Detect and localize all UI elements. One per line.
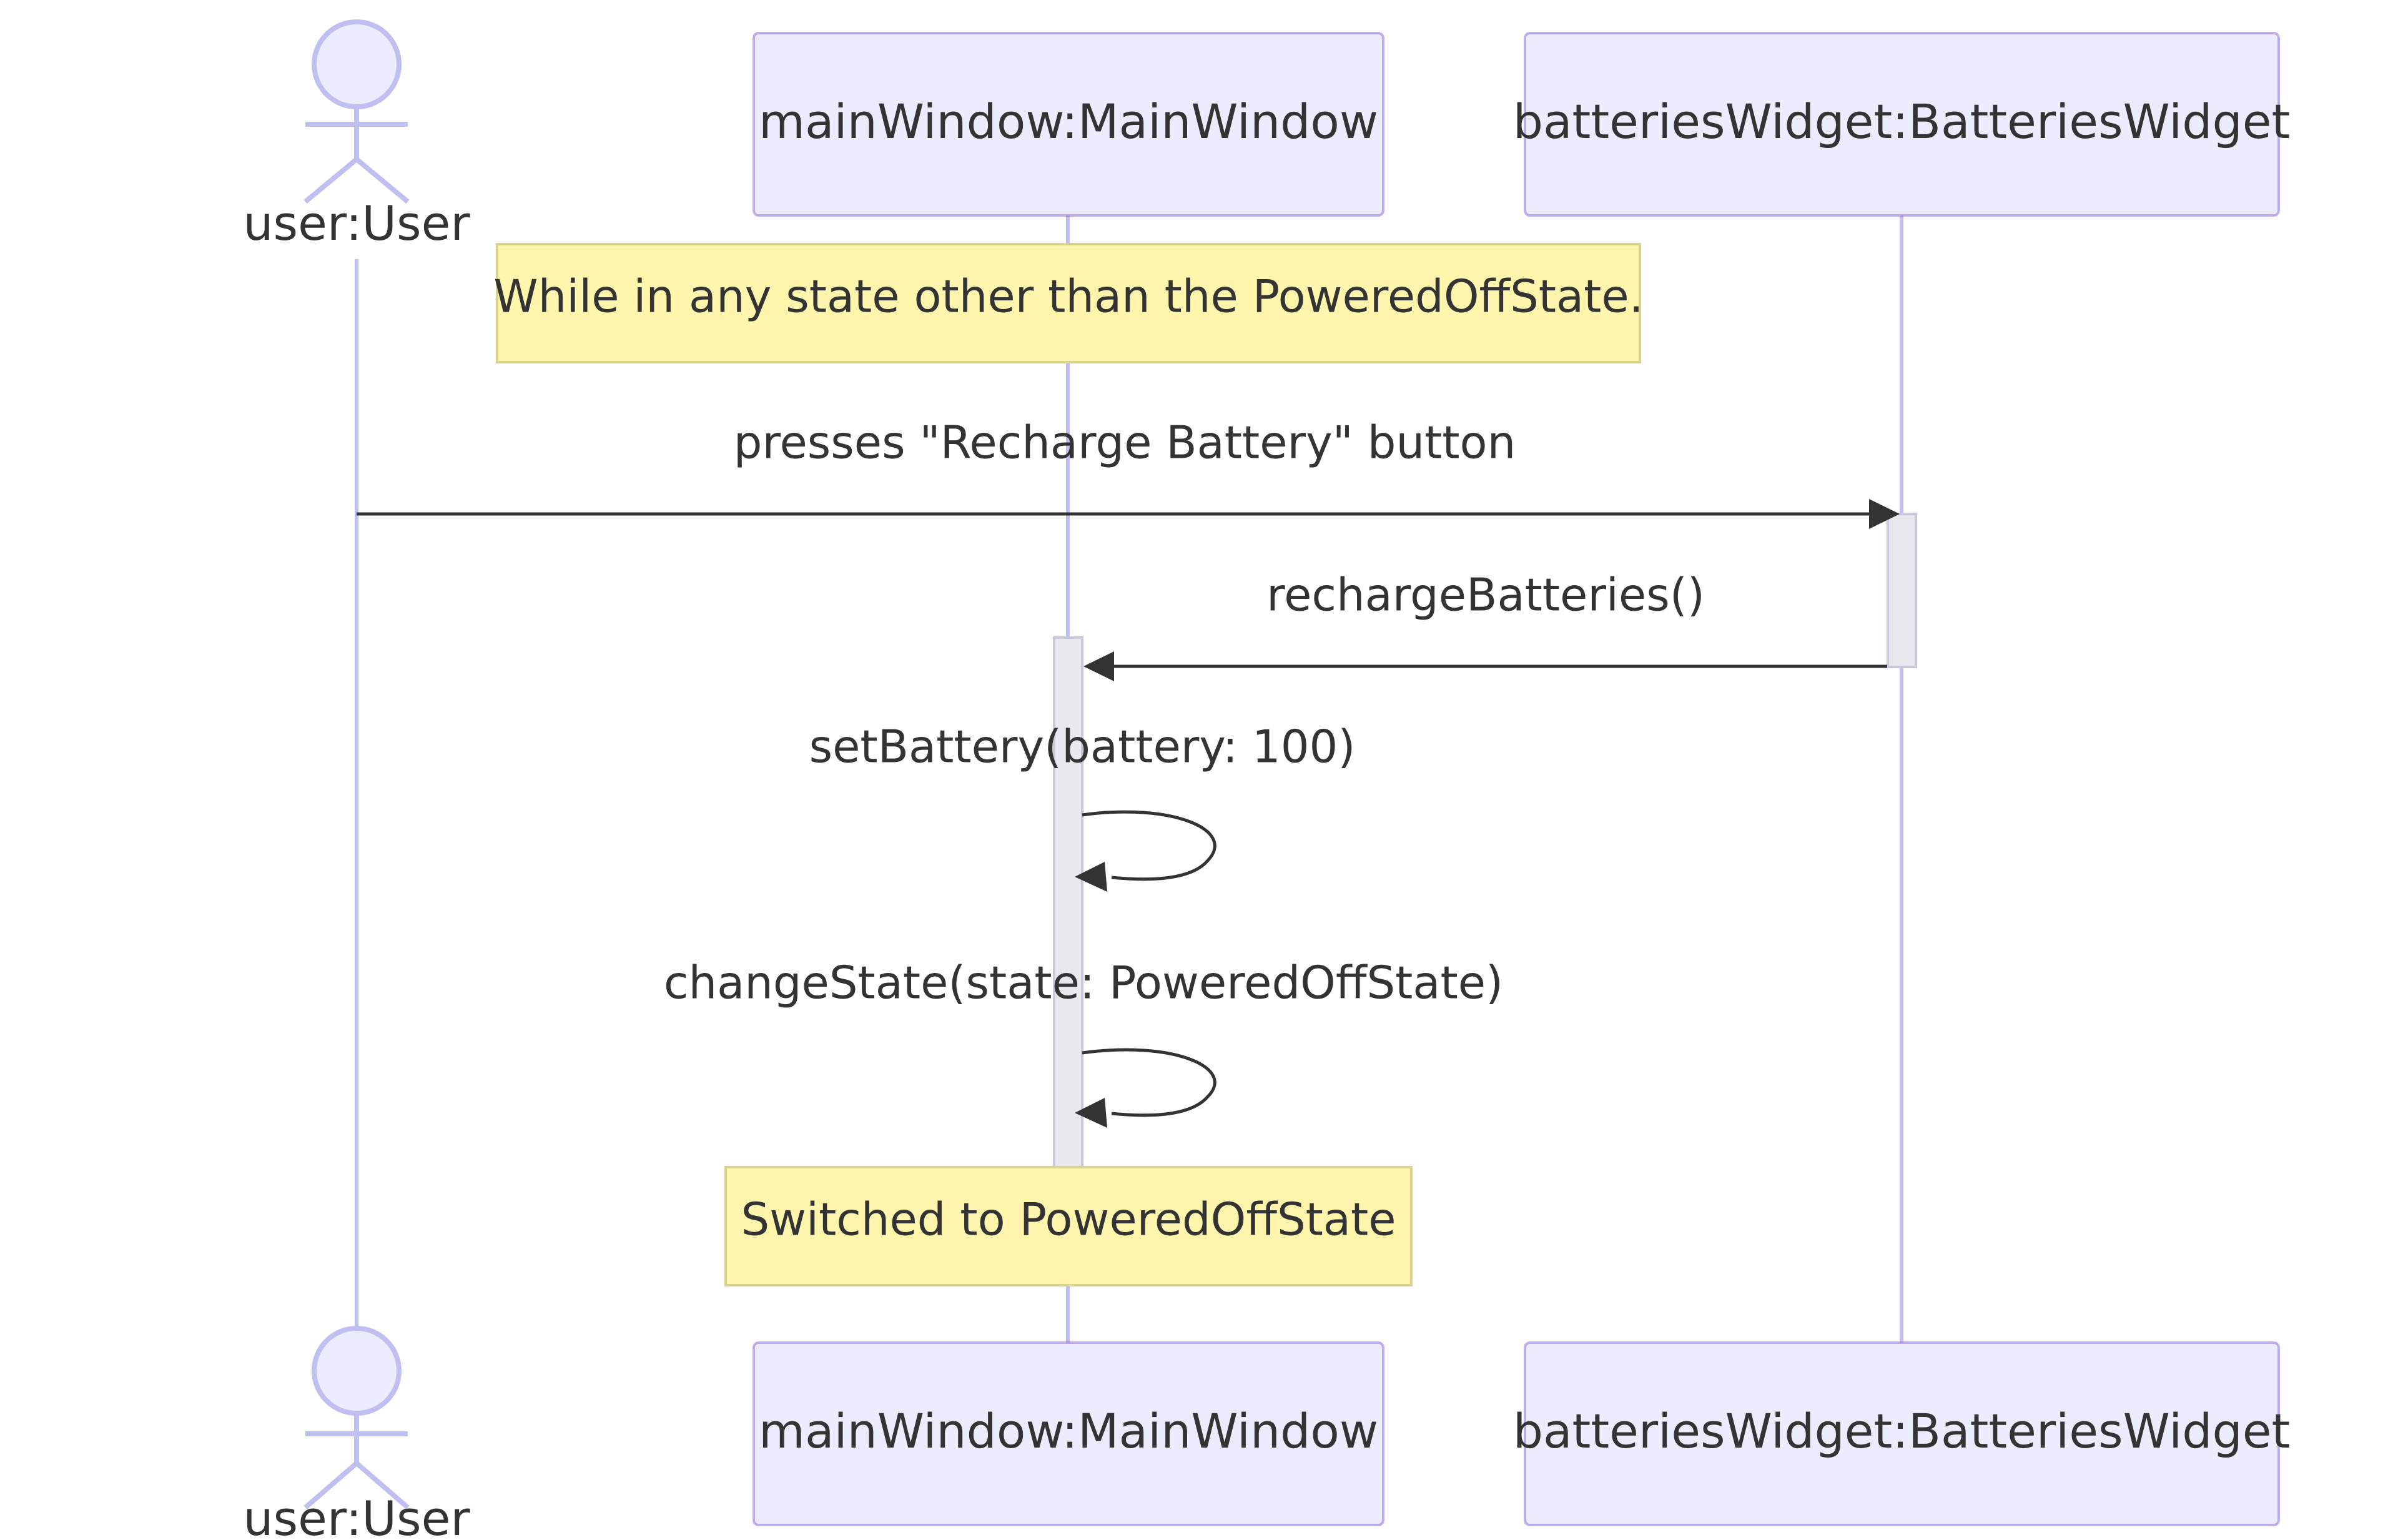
main-window-participant-top: mainWindow:MainWindow xyxy=(752,32,1384,217)
main-window-label-bottom: mainWindow:MainWindow xyxy=(759,1403,1378,1459)
user-actor-top-label: user:User xyxy=(243,195,470,251)
batteries-widget-label-top: batteriesWidget:BatteriesWidget xyxy=(1513,94,2291,149)
actor-leg-right xyxy=(355,157,410,204)
note-bottom: Switched to PoweredOffState xyxy=(724,1166,1413,1286)
actor-leg-right xyxy=(355,1461,410,1510)
note-bottom-box xyxy=(724,1166,1413,1286)
actor-head xyxy=(312,1326,402,1416)
arrowhead-left-icon xyxy=(1083,651,1114,681)
batteries-widget-participant-top: batteriesWidget:BatteriesWidget xyxy=(1513,32,2291,217)
main-window-label-top: mainWindow:MainWindow xyxy=(759,94,1378,149)
message-set-battery-loop xyxy=(1082,810,1216,881)
user-actor-bottom: user:User xyxy=(243,1326,470,1540)
actor-head xyxy=(312,19,402,109)
user-actor-bottom-label: user:User xyxy=(243,1491,470,1540)
arrowhead-left-icon xyxy=(1075,862,1107,892)
message-recharge-button: presses "Recharge Battery" button xyxy=(357,417,1900,529)
batteries-widget-box-bottom xyxy=(1524,1341,2280,1526)
user-actor-top: user:User xyxy=(243,19,470,251)
main-window-participant-bottom: mainWindow:MainWindow xyxy=(752,1341,1384,1526)
message-recharge-button-label: presses "Recharge Battery" button xyxy=(734,417,1516,469)
message-change-state-label: changeState(state: PoweredOffState) xyxy=(664,957,1503,1009)
note-top: While in any state other than the Powere… xyxy=(493,243,1644,363)
message-set-battery: setBattery(battery: 100) xyxy=(809,721,1356,892)
actor-leg-left xyxy=(303,157,358,204)
message-recharge-batteries: rechargeBatteries() xyxy=(1083,569,1887,681)
message-recharge-batteries-label: rechargeBatteries() xyxy=(1266,569,1705,621)
batteries-widget-participant-bottom: batteriesWidget:BatteriesWidget xyxy=(1513,1341,2291,1526)
note-bottom-text: Switched to PoweredOffState xyxy=(741,1193,1396,1246)
main-window-box-top xyxy=(752,32,1384,217)
batteries-widget-box-top xyxy=(1524,32,2280,217)
arrowhead-left-icon xyxy=(1075,1098,1107,1128)
message-change-state: changeState(state: PoweredOffState) xyxy=(664,957,1503,1128)
actor-leg-left xyxy=(303,1461,358,1510)
message-change-state-loop xyxy=(1082,1048,1216,1117)
main-window-box-bottom xyxy=(752,1341,1384,1526)
note-top-text: While in any state other than the Powere… xyxy=(493,270,1643,323)
batteries-widget-activation xyxy=(1887,513,1917,668)
note-top-box xyxy=(496,243,1641,363)
arrowhead-right-icon xyxy=(1869,499,1900,529)
batteries-widget-label-bottom: batteriesWidget:BatteriesWidget xyxy=(1513,1403,2291,1459)
main-window-activation xyxy=(1053,636,1083,1168)
message-set-battery-label: setBattery(battery: 100) xyxy=(809,721,1356,773)
